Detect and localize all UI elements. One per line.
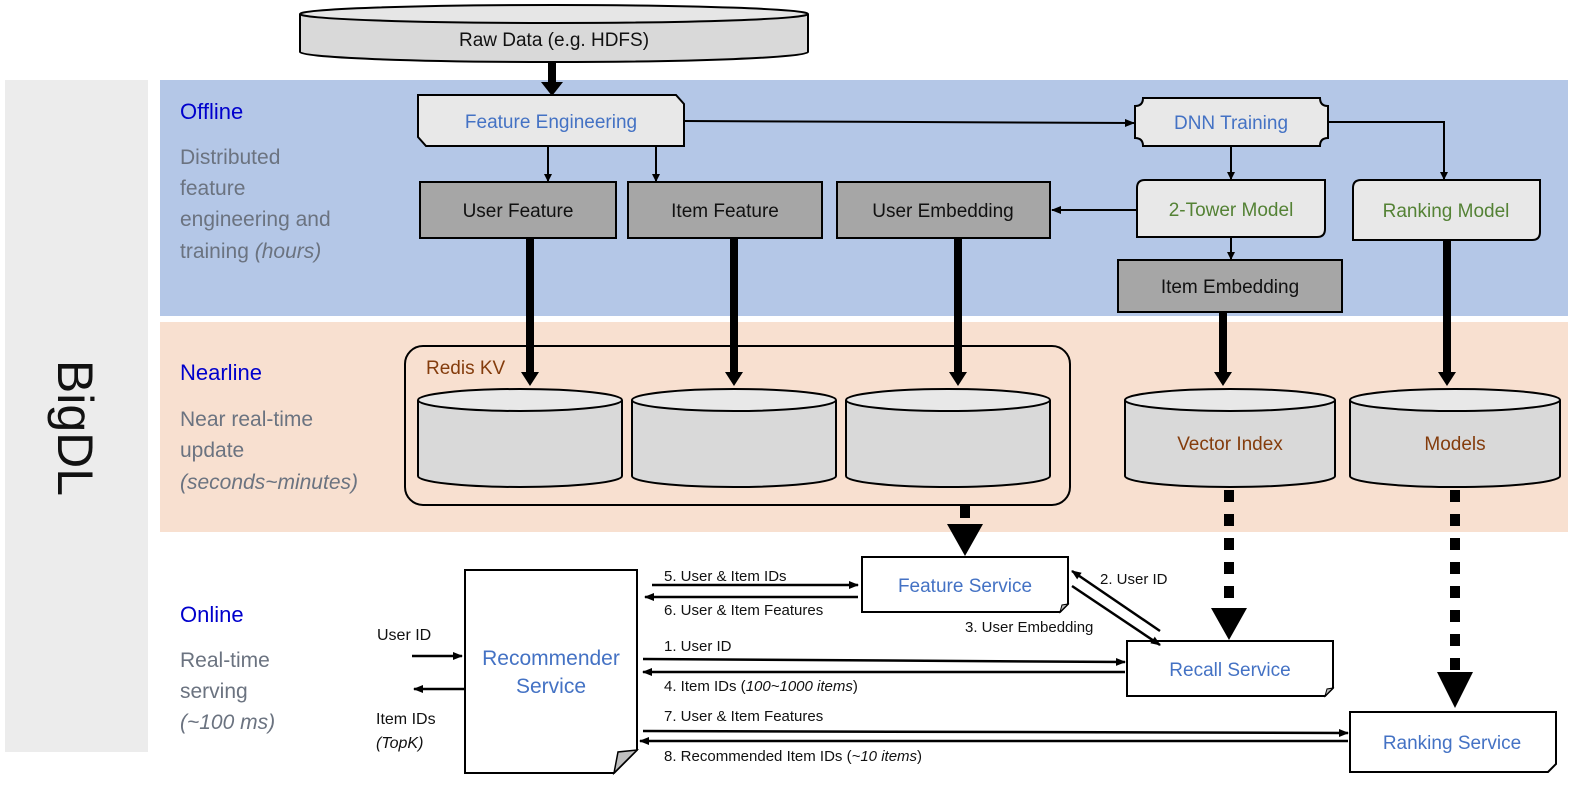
vector-index-store-label: Vector Index (1177, 434, 1283, 455)
redis-user-embedding-store (845, 388, 1051, 488)
svg-text:DNN Training: DNN Training (1174, 113, 1288, 134)
svg-text:6. User & Item Features: 6. User & Item Features (664, 602, 823, 619)
svg-text:3. User Embedding: 3. User Embedding (965, 619, 1093, 636)
recall-service-box[interactable]: Recall Service (1126, 640, 1335, 698)
dnn-training-box: DNN Training (1134, 97, 1329, 147)
svg-text:8. Recommended Item IDs (~10 i: 8. Recommended Item IDs (~10 items) (664, 748, 922, 765)
svg-text:2-Tower Model: 2-Tower Model (1169, 200, 1294, 221)
svg-text:2. User ID: 2. User ID (1100, 571, 1168, 588)
svg-text:engineering and: engineering and (180, 208, 331, 231)
models-store-label: Models (1424, 434, 1485, 455)
svg-text:Recommender: Recommender (482, 647, 620, 670)
svg-text:Ranking Model: Ranking Model (1383, 201, 1510, 222)
redis-user-feature-store (417, 388, 623, 488)
ranking-model-box: Ranking Model (1352, 179, 1541, 241)
vector-index-store: Vector Index (1124, 388, 1336, 488)
item-embedding-box: Item Embedding (1117, 259, 1343, 313)
flow-labels: User ID Item IDs (TopK) 5. User & Item I… (376, 568, 1168, 765)
svg-text:User Feature: User Feature (463, 201, 574, 222)
svg-text:(seconds~minutes): (seconds~minutes) (180, 471, 358, 494)
offline-label: Offline Distributed feature engineering … (180, 99, 331, 263)
svg-text:update: update (180, 439, 244, 462)
svg-text:7. User & Item Features: 7. User & Item Features (664, 708, 823, 725)
svg-text:(~100 ms): (~100 ms) (180, 711, 275, 734)
svg-text:Item IDs: Item IDs (376, 711, 436, 728)
dashed-arrows (960, 490, 1460, 672)
raw-data-store: Raw Data (e.g. HDFS) (299, 4, 809, 63)
svg-text:serving: serving (180, 680, 248, 703)
svg-text:(TopK): (TopK) (376, 735, 423, 752)
user-feature-box: User Feature (419, 181, 617, 239)
ranking-service-box[interactable]: Ranking Service (1349, 711, 1557, 773)
svg-text:Real-time: Real-time (180, 649, 270, 672)
svg-text:Feature Service: Feature Service (898, 576, 1032, 597)
svg-text:Offline: Offline (180, 99, 243, 124)
svg-text:Service: Service (516, 675, 586, 698)
redis-item-feature-store (631, 388, 837, 488)
svg-text:Item Feature: Item Feature (671, 201, 779, 222)
svg-text:Online: Online (180, 602, 244, 627)
models-store: Models (1349, 388, 1561, 488)
svg-text:User Embedding: User Embedding (872, 201, 1014, 222)
svg-text:User ID: User ID (377, 627, 431, 644)
recommender-service-box[interactable]: Recommender Service (464, 569, 640, 776)
svg-text:Feature Engineering: Feature Engineering (465, 112, 637, 133)
thick-arrows (526, 238, 1451, 374)
svg-text:feature: feature (180, 177, 245, 200)
svg-text:4. Item IDs (100~1000 items): 4. Item IDs (100~1000 items) (664, 678, 858, 695)
nearline-label: Nearline Near real-time update (seconds~… (180, 360, 358, 494)
side-label: BigDL (47, 360, 103, 496)
svg-text:Recall Service: Recall Service (1169, 660, 1290, 681)
svg-text:Ranking Service: Ranking Service (1383, 733, 1521, 754)
redis-kv-label: Redis KV (426, 358, 506, 379)
svg-text:training (hours): training (hours) (180, 240, 321, 263)
side-panel (5, 80, 148, 752)
two-tower-model-box: 2-Tower Model (1136, 179, 1326, 238)
svg-text:5. User & Item IDs: 5. User & Item IDs (664, 568, 787, 585)
online-label: Online Real-time serving (~100 ms) (180, 602, 275, 734)
feature-service-box[interactable]: Feature Service (861, 556, 1070, 614)
item-feature-box: Item Feature (627, 181, 823, 239)
svg-text:Item Embedding: Item Embedding (1161, 277, 1299, 298)
svg-text:Nearline: Nearline (180, 360, 262, 385)
svg-text:Near real-time: Near real-time (180, 408, 313, 431)
feature-engineering-box: Feature Engineering (417, 94, 685, 147)
user-embedding-box: User Embedding (836, 181, 1051, 239)
svg-text:Raw Data (e.g. HDFS): Raw Data (e.g. HDFS) (459, 30, 649, 51)
svg-text:1. User ID: 1. User ID (664, 638, 732, 655)
svg-text:Distributed: Distributed (180, 146, 280, 169)
